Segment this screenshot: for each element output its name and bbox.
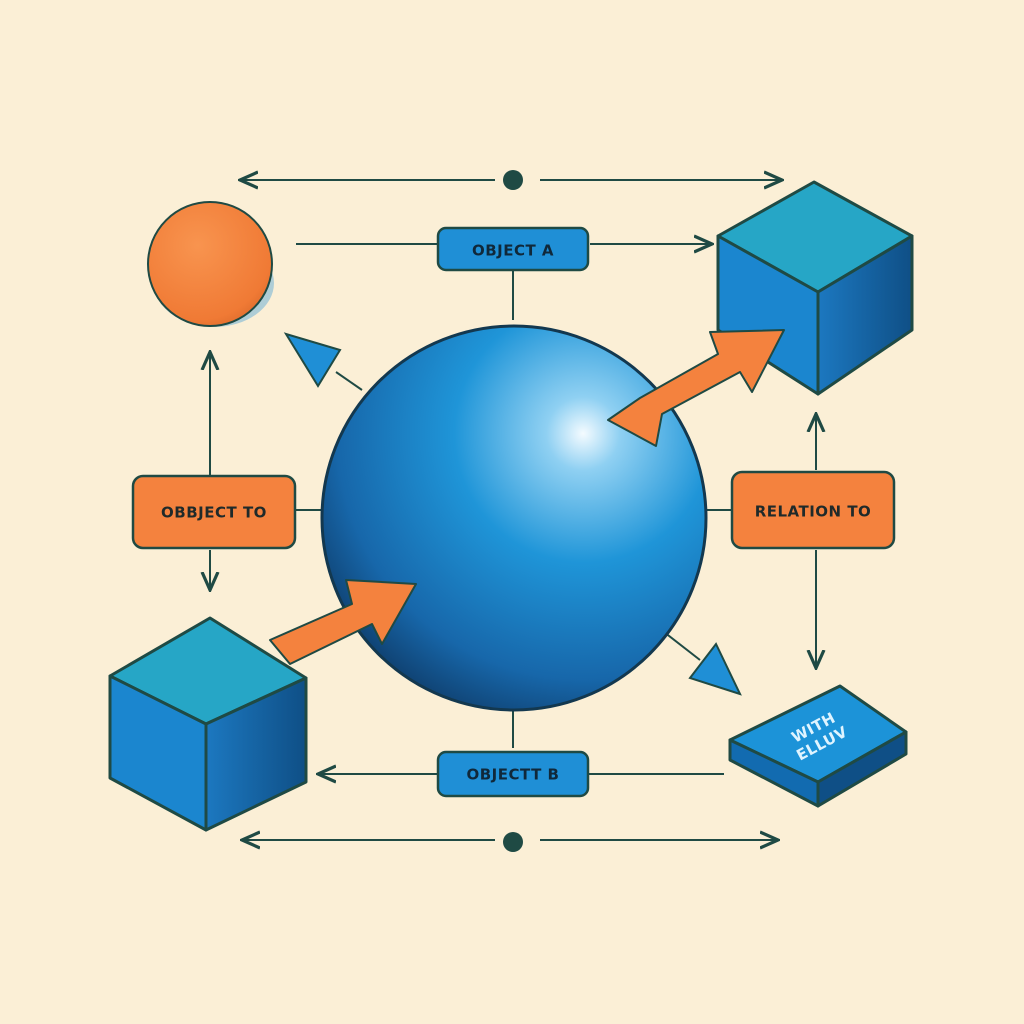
top-connector [240, 170, 782, 190]
central-sphere [320, 324, 708, 712]
orange-circle-node [147, 201, 274, 327]
triangle-arrow-upper-left [283, 332, 342, 388]
label-object-b-text: OBJECTT B [467, 766, 560, 784]
label-object-a[interactable]: OBJECT A [436, 226, 590, 272]
plate-bottom-right [728, 684, 908, 808]
label-object-b[interactable]: OBJECTT B [436, 750, 590, 798]
thin-connectors [210, 244, 816, 774]
bottom-dot [503, 832, 523, 852]
label-object-a-text: OBJECT A [472, 242, 554, 260]
orange-arrow-lower [269, 579, 417, 665]
triangle-arrow-lower-right [688, 642, 742, 696]
orange-arrow-upper [607, 329, 785, 447]
cube-top-right [716, 180, 914, 396]
label-object-to-text: OBBJECT TO [161, 504, 267, 522]
label-object-to[interactable]: OBBJECT TO [131, 474, 297, 550]
cube-bottom-left [108, 616, 308, 832]
label-relation-to[interactable]: RELATION TO [730, 470, 896, 550]
label-relation-to-text: RELATION TO [755, 503, 872, 521]
bottom-connector [242, 832, 778, 852]
top-dot [503, 170, 523, 190]
